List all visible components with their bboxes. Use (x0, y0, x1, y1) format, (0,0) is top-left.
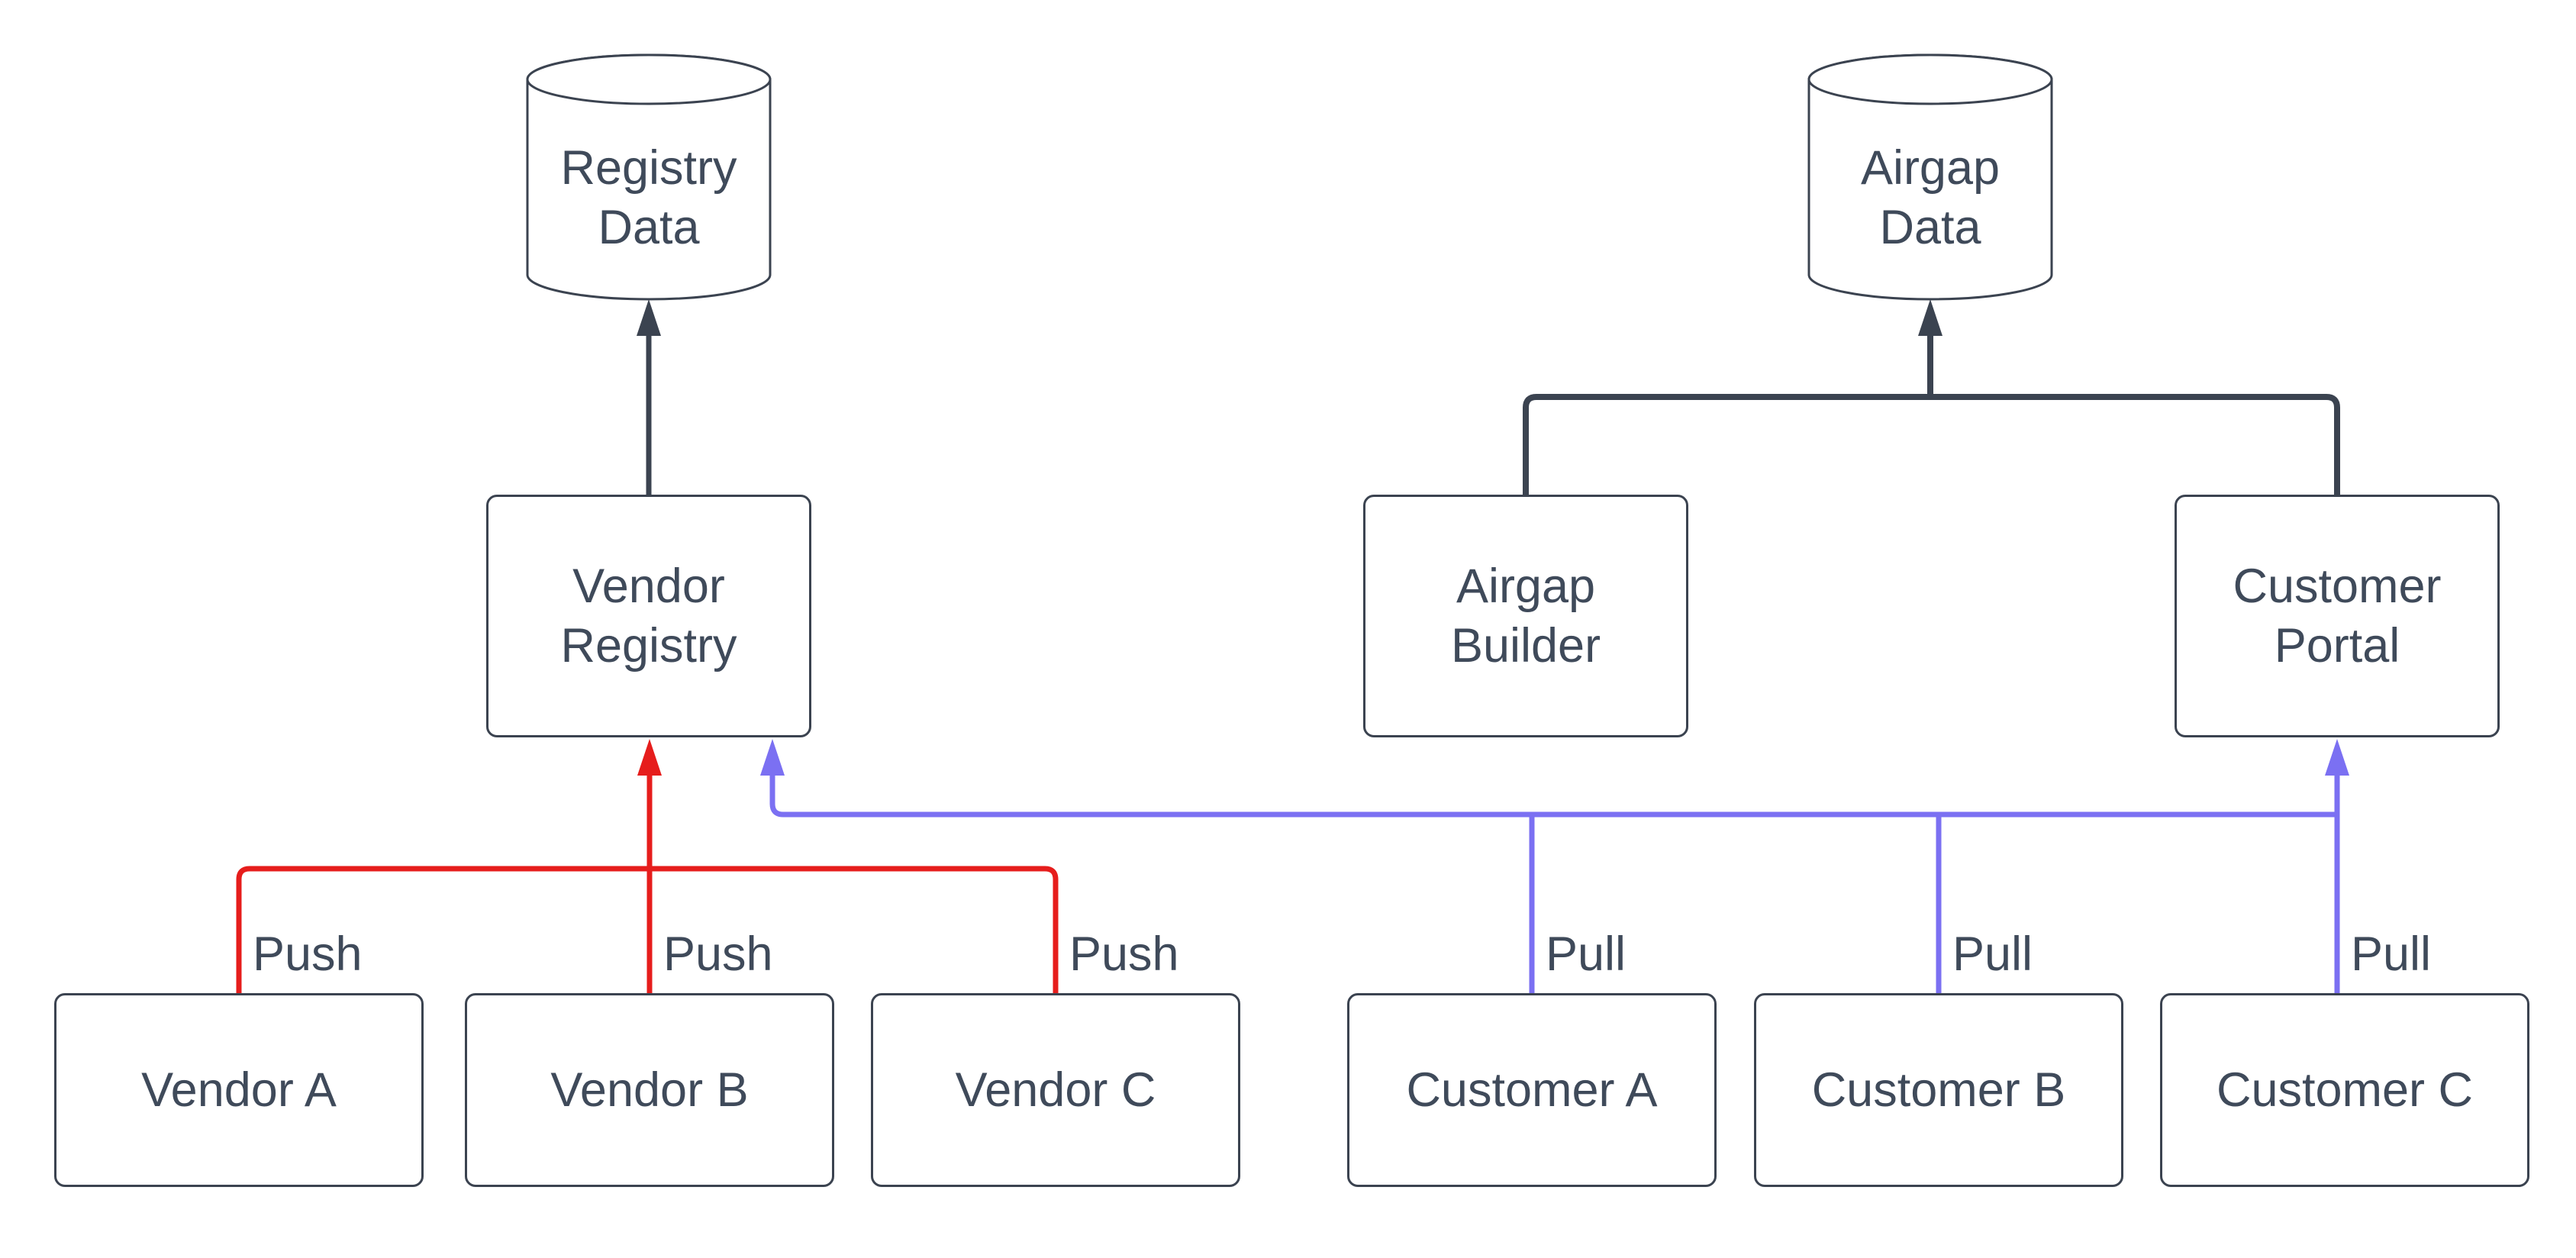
edge-pull-bus-to-vendor-registry (769, 774, 2337, 818)
airgap-data-line1: Airgap (1860, 141, 2001, 195)
arrowhead-into-registry-data (637, 299, 661, 336)
node-vendor-b: Vendor B (465, 993, 834, 1187)
node-customer-b: Customer B (1754, 993, 2123, 1187)
node-registry-data-label: Registry Data (526, 138, 772, 257)
vendor-c-label: Vendor C (955, 1063, 1156, 1117)
customer-a-label: Customer A (1406, 1063, 1658, 1117)
edge-label-pull-customer-b: Pull (1952, 927, 2033, 981)
edge-vendor-a-to-vendor-registry (236, 866, 650, 993)
arrowhead-pull-into-vendor-registry (760, 739, 785, 776)
registry-data-line2: Data (598, 201, 700, 254)
node-customer-c: Customer C (2160, 993, 2529, 1187)
edge-label-pull-customer-a: Pull (1546, 927, 1627, 981)
node-airgap-builder: Airgap Builder (1363, 495, 1688, 737)
node-airgap-data-label: Airgap Data (1807, 138, 2053, 257)
vendor-a-label: Vendor A (141, 1063, 337, 1117)
customer-b-label: Customer B (1811, 1063, 2066, 1117)
airgap-builder-line1: Airgap (1456, 560, 1596, 613)
edge-label-push-vendor-a: Push (253, 927, 363, 981)
node-customer-a: Customer A (1347, 993, 1717, 1187)
edge-vendor-c-to-vendor-registry (650, 866, 1059, 993)
customer-portal-line2: Portal (2274, 619, 2400, 673)
node-airgap-data-shape (1807, 53, 2053, 301)
edge-label-push-vendor-b: Push (663, 927, 773, 981)
arrowhead-pull-into-customer-portal (2325, 739, 2349, 776)
edge-label-pull-customer-c: Pull (2351, 927, 2432, 981)
vendor-registry-line1: Vendor (572, 560, 725, 613)
node-vendor-a: Vendor A (54, 993, 424, 1187)
node-vendor-registry: Vendor Registry (486, 495, 811, 737)
customer-c-label: Customer C (2216, 1063, 2474, 1117)
arrowhead-push-into-vendor-registry (637, 739, 662, 776)
airgap-data-line2: Data (1879, 201, 1981, 254)
edge-fork-builder-portal-bus (1523, 394, 2340, 495)
edge-label-push-vendor-c: Push (1069, 927, 1179, 981)
node-customer-portal: Customer Portal (2175, 495, 2500, 737)
node-vendor-c: Vendor C (871, 993, 1240, 1187)
node-registry-data-shape (526, 53, 772, 301)
registry-data-line1: Registry (560, 141, 737, 195)
airgap-builder-line2: Builder (1450, 619, 1601, 673)
vendor-b-label: Vendor B (550, 1063, 749, 1117)
vendor-registry-line2: Registry (560, 619, 737, 673)
customer-portal-line1: Customer (2233, 560, 2442, 613)
arrowhead-into-airgap-data (1918, 299, 1942, 336)
